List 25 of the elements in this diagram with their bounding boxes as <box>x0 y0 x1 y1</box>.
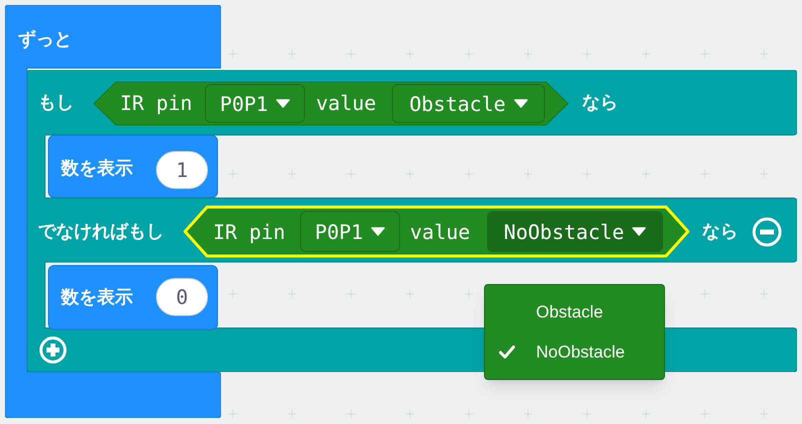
show-number-block <box>48 265 218 330</box>
if-else-block <box>27 70 797 372</box>
dropdown-field: NoObstacle <box>487 211 663 252</box>
block-label: ずっと <box>18 31 72 49</box>
block-label: value <box>316 93 376 113</box>
menu-option: Obstacle <box>536 304 604 320</box>
block-label: もし <box>38 94 74 112</box>
block-label: 数を表示 <box>61 289 133 307</box>
condition-block <box>183 205 690 258</box>
show-number-block <box>48 135 218 198</box>
block-label: 数を表示 <box>61 160 133 178</box>
block-label: value <box>410 222 470 242</box>
block-label: なら <box>582 94 618 112</box>
dropdown-field: Obstacle <box>392 84 545 123</box>
block-label: IR pin <box>213 222 286 242</box>
block-label: でなければもし <box>38 223 164 241</box>
dropdown-field: P0P1 <box>300 211 400 252</box>
block-label: IR pin <box>120 93 192 113</box>
dropdown-menu <box>484 284 665 380</box>
dropdown-field: P0P1 <box>205 84 305 123</box>
block-label: なら <box>702 223 738 241</box>
number-input: 1 <box>156 151 208 189</box>
condition-block <box>92 80 570 127</box>
menu-option: NoObstacle <box>536 344 625 360</box>
number-input: 0 <box>156 278 208 316</box>
